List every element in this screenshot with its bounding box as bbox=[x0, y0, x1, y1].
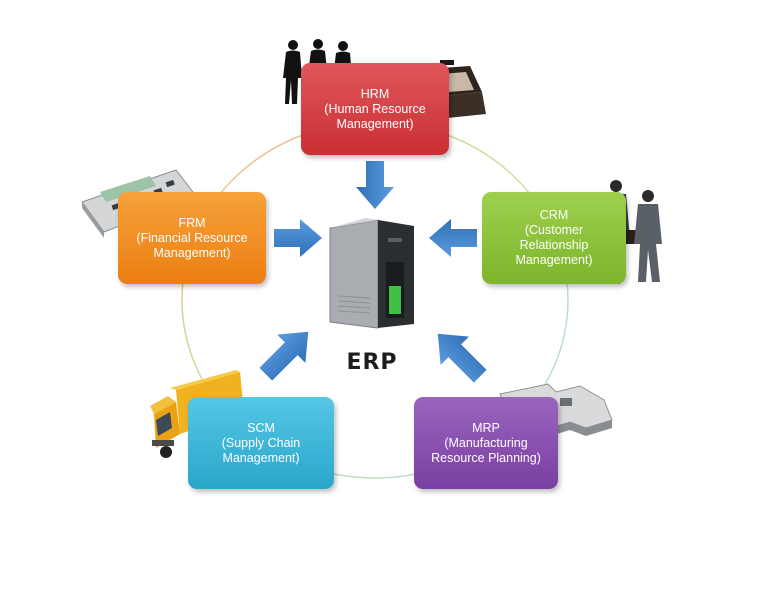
arrow-crm-to-erp bbox=[429, 219, 477, 257]
hrm-box: HRM (Human Resource Management) bbox=[301, 63, 449, 155]
frm-box: FRM (Financial Resource Management) bbox=[118, 192, 266, 284]
frm-line1: (Financial Resource bbox=[136, 230, 248, 245]
scm-abbr: SCM bbox=[247, 420, 275, 435]
frm-line2: Management) bbox=[153, 245, 231, 260]
crm-abbr: CRM bbox=[539, 208, 569, 222]
mrp-line1: (Manufacturing bbox=[444, 435, 528, 450]
erp-center-label: ERP bbox=[346, 350, 398, 375]
mrp-box: MRP (Manufacturing Resource Planning) bbox=[414, 397, 558, 489]
hrm-abbr: HRM bbox=[360, 86, 390, 101]
arrow-frm-to-erp bbox=[274, 219, 322, 257]
arrow-mrp-to-erp bbox=[437, 333, 487, 383]
arrow-scm-to-erp bbox=[259, 331, 309, 381]
scm-box: SCM (Supply Chain Management) bbox=[188, 397, 334, 489]
server-icon bbox=[329, 218, 414, 329]
hrm-line1: (Human Resource bbox=[324, 101, 426, 116]
arrow-hrm-to-erp bbox=[356, 161, 394, 209]
mrp-line2: Resource Planning) bbox=[431, 450, 541, 465]
crm-line1: (Customer bbox=[524, 223, 584, 237]
mrp-abbr: MRP bbox=[472, 420, 500, 435]
scm-line2: Management) bbox=[222, 450, 300, 465]
scm-line1: (Supply Chain bbox=[221, 435, 301, 450]
crm-line2: Relationship bbox=[519, 238, 589, 252]
hrm-line2: Management) bbox=[336, 116, 414, 131]
crm-line3: Management) bbox=[515, 253, 593, 267]
crm-box: CRM (Customer Relationship Management) bbox=[482, 192, 626, 284]
frm-abbr: FRM bbox=[178, 215, 206, 230]
